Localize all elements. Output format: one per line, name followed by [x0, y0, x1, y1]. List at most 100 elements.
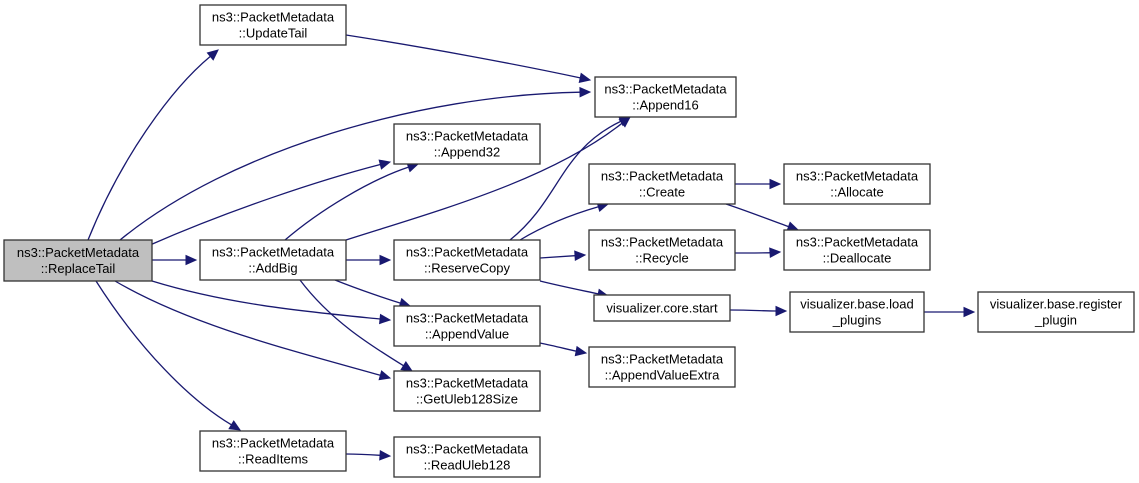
arrowhead-icon — [379, 313, 392, 325]
node-deallocate[interactable]: ns3::PacketMetadata::Deallocate — [783, 229, 931, 271]
node-label-method: ::AppendValue — [425, 327, 509, 342]
node-label-namespace: ns3::PacketMetadata — [604, 82, 727, 97]
edge-line — [345, 453, 381, 456]
node-box[interactable] — [393, 370, 541, 412]
node-label-namespace: ns3::PacketMetadata — [212, 436, 335, 451]
node-box[interactable] — [393, 123, 541, 165]
node-corestart[interactable]: visualizer.core.start — [593, 294, 731, 322]
node-box[interactable] — [594, 76, 737, 118]
node-append32[interactable]: ns3::PacketMetadata::Append32 — [393, 123, 541, 165]
node-box[interactable] — [588, 229, 736, 271]
node-box[interactable] — [393, 436, 541, 478]
edge-line — [114, 280, 381, 376]
node-getuleb128size[interactable]: ns3::PacketMetadata::GetUleb128Size — [393, 370, 541, 412]
node-loadplugins[interactable]: visualizer.base.load_plugins — [789, 291, 925, 333]
node-box[interactable] — [393, 239, 541, 281]
arrowhead-icon — [378, 370, 392, 381]
edge-readitems-to-readuleb128 — [345, 450, 392, 461]
arrowhead-icon — [228, 420, 242, 431]
node-label-method: ::ReadItems — [238, 452, 309, 467]
arrowhead-icon — [574, 345, 588, 357]
node-box[interactable] — [199, 430, 347, 472]
node-label-namespace: ns3::PacketMetadata — [406, 442, 529, 457]
node-box[interactable] — [783, 229, 931, 271]
edges-layer — [87, 34, 976, 461]
node-updatetail[interactable]: ns3::PacketMetadata::UpdateTail — [199, 4, 347, 46]
edge-create-to-allocate — [735, 178, 782, 190]
node-label-namespace: ns3::PacketMetadata — [406, 376, 529, 391]
edge-reservecopy-to-recycle — [539, 250, 587, 261]
edge-line — [119, 91, 581, 241]
edge-corestart-to-loadplugins — [729, 305, 788, 317]
node-reservecopy[interactable]: ns3::PacketMetadata::ReserveCopy — [393, 239, 541, 281]
node-box[interactable] — [977, 291, 1135, 333]
edge-addbig-to-appendvalue — [334, 279, 412, 309]
node-label-method: ::Append32 — [434, 145, 501, 160]
edge-line — [299, 279, 404, 367]
node-label-namespace: ns3::PacketMetadata — [406, 129, 529, 144]
node-replacetail[interactable]: ns3::PacketMetadata::ReplaceTail — [3, 239, 153, 282]
edge-line — [509, 120, 622, 241]
node-label-namespace: ns3::PacketMetadata — [212, 245, 335, 260]
edge-line — [87, 55, 211, 241]
edge-line — [539, 255, 576, 259]
node-label-namespace: visualizer.base.load — [800, 297, 913, 312]
node-box[interactable] — [393, 305, 541, 347]
node-box[interactable] — [789, 291, 925, 333]
edge-line — [345, 122, 623, 241]
edge-line — [151, 280, 381, 320]
arrowhead-icon — [379, 450, 392, 461]
node-box[interactable] — [593, 294, 731, 322]
node-box[interactable] — [588, 163, 736, 205]
node-label-namespace: ns3::PacketMetadata — [601, 352, 724, 367]
arrowhead-icon — [775, 305, 788, 317]
node-label-namespace: ns3::PacketMetadata — [796, 169, 919, 184]
node-label-method: ::ReadUleb128 — [424, 458, 511, 473]
node-readitems[interactable]: ns3::PacketMetadata::ReadItems — [199, 430, 347, 472]
node-create[interactable]: ns3::PacketMetadata::Create — [588, 163, 736, 205]
node-label-method: ::Allocate — [830, 185, 883, 200]
arrowhead-icon — [769, 247, 782, 258]
edge-create-to-deallocate — [725, 203, 800, 232]
arrowhead-icon — [963, 306, 976, 318]
node-label-namespace: ns3::PacketMetadata — [212, 10, 335, 25]
node-label-namespace: visualizer.base.register — [990, 297, 1123, 312]
node-box[interactable] — [588, 346, 736, 388]
node-label-namespace: ns3::PacketMetadata — [601, 235, 724, 250]
edge-recycle-to-deallocate — [734, 247, 782, 258]
edge-replacetail-to-getuleb128size — [114, 280, 392, 381]
edge-addbig-to-append32 — [284, 162, 420, 241]
node-appendvalueextra[interactable]: ns3::PacketMetadata::AppendValueExtra — [588, 346, 736, 388]
node-readuleb128[interactable]: ns3::PacketMetadata::ReadUleb128 — [393, 436, 541, 478]
edge-replacetail-to-addbig — [152, 254, 198, 266]
node-label-method: ::ReplaceTail — [41, 261, 116, 276]
edge-line — [729, 309, 777, 312]
arrowhead-icon — [378, 159, 392, 170]
arrowhead-icon — [579, 86, 592, 98]
node-label-method: ::Create — [639, 185, 685, 200]
node-appendvalue[interactable]: ns3::PacketMetadata::AppendValue — [393, 305, 541, 347]
edge-addbig-to-reservecopy — [346, 254, 392, 266]
node-box[interactable] — [3, 239, 153, 282]
node-label-method: ::Deallocate — [823, 251, 892, 266]
edge-loadplugins-to-registerplugin — [923, 306, 976, 318]
node-box[interactable] — [199, 239, 347, 281]
edge-addbig-to-getuleb128size — [299, 279, 414, 372]
node-label-namespace: ns3::PacketMetadata — [17, 245, 140, 260]
arrowhead-icon — [574, 250, 587, 261]
node-box[interactable] — [199, 4, 347, 46]
node-label-method: ::GetUleb128Size — [416, 392, 518, 407]
edge-replacetail-to-updatetail — [87, 49, 219, 241]
node-box[interactable] — [783, 163, 931, 205]
node-registerplugin[interactable]: visualizer.base.register_plugin — [977, 291, 1135, 333]
node-addbig[interactable]: ns3::PacketMetadata::AddBig — [199, 239, 347, 281]
node-label-namespace: ns3::PacketMetadata — [406, 311, 529, 326]
edge-line — [284, 166, 409, 241]
edge-line — [539, 342, 577, 352]
node-recycle[interactable]: ns3::PacketMetadata::Recycle — [588, 229, 736, 271]
node-allocate[interactable]: ns3::PacketMetadata::Allocate — [783, 163, 931, 205]
node-label-namespace: visualizer.core.start — [606, 301, 718, 316]
edge-line — [519, 206, 599, 241]
node-append16[interactable]: ns3::PacketMetadata::Append16 — [594, 76, 737, 118]
node-label-method: ::AppendValueExtra — [605, 368, 720, 383]
